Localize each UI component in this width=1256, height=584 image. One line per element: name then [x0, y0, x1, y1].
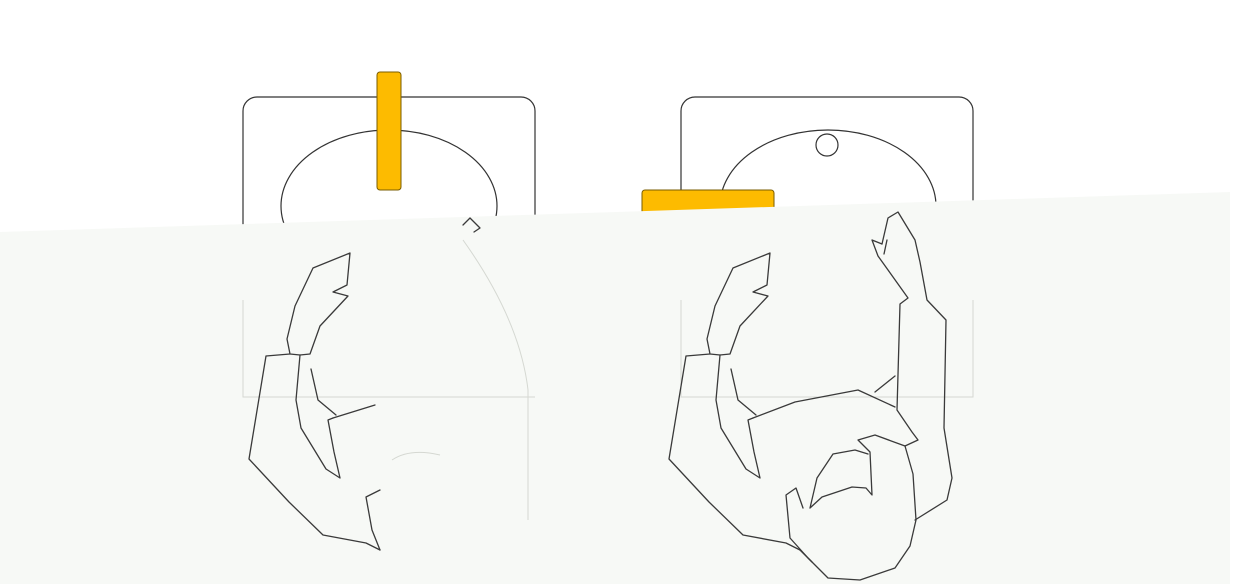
overlay-sheet — [0, 192, 1230, 584]
circle-hole-icon — [816, 134, 838, 156]
left-vertical-tab — [377, 72, 401, 190]
